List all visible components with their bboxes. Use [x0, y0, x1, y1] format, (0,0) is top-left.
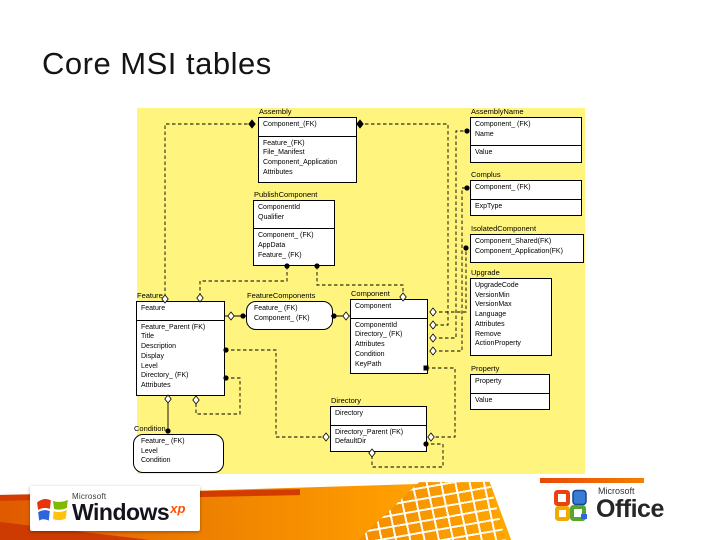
office-logo: Microsoft Office: [553, 487, 664, 522]
entity-field: ActionProperty: [475, 340, 521, 348]
entity-box: Component_Shared(FK) Component_Applicatio…: [470, 234, 584, 264]
entity-title: Upgrade: [471, 268, 500, 277]
windows-brand-text: Microsoft: [72, 492, 107, 501]
entity-box: Feature_ (FK) Component_ (FK): [246, 301, 333, 331]
entity-field: Directory_Parent (FK): [335, 428, 404, 436]
entity-title: Condition: [134, 424, 166, 433]
entity-field: Component_ (FK): [258, 232, 314, 240]
entity-field: AppData: [258, 242, 286, 250]
entity-field: Component_ (FK): [254, 314, 310, 322]
entity-field: Qualifier: [258, 213, 285, 221]
entity-field: File_Manifest: [263, 149, 305, 157]
entity-field: Feature_(FK): [263, 139, 305, 147]
entity-title: PublishComponent: [254, 190, 318, 199]
entity-field: Language: [475, 311, 507, 319]
entity-field: Feature_Parent (FK): [141, 323, 206, 331]
entity-field: Feature: [141, 305, 166, 312]
entity-field: Value: [475, 149, 493, 157]
windows-flag-icon: [37, 498, 68, 521]
entity-field: DefaultDir: [335, 438, 367, 446]
entity-title: Property: [471, 364, 500, 373]
office-brand-text: Microsoft: [598, 486, 635, 496]
entity-field: KeyPath: [355, 360, 382, 368]
entity-field: Feature_ (FK): [141, 438, 185, 445]
entity-field: UpgradeCode: [475, 282, 519, 289]
entity-field: Feature_ (FK): [258, 251, 302, 259]
entity-field: Component_Application(FK): [475, 247, 563, 255]
entity-title: IsolatedComponent: [471, 224, 537, 233]
entity-field: VersionMax: [475, 301, 512, 309]
entity-field: Directory_ (FK): [355, 331, 403, 339]
entity-field: Feature_ (FK): [254, 305, 298, 312]
entity-title: Directory: [331, 396, 362, 405]
entity-field: Component_Shared(FK): [475, 238, 552, 245]
entity-title: Complus: [471, 170, 501, 179]
entity-field: Condition: [141, 457, 171, 465]
entity-box: Component_ (FK) ExpType: [470, 180, 582, 217]
entity-title: Assembly: [259, 107, 292, 116]
entity-title: Feature: [137, 291, 163, 300]
slide-title: Core MSI tables: [42, 46, 272, 81]
entity-field: Component_Application: [263, 159, 338, 167]
entity-field: VersionMin: [475, 291, 510, 299]
footer-accent-strip: [540, 478, 644, 483]
entity-field: Directory_ (FK): [141, 372, 189, 380]
entity-field: Value: [475, 396, 493, 404]
entity-field: Component: [355, 303, 392, 310]
entity-field: Description: [141, 343, 177, 351]
entity-title: FeatureComponents: [247, 291, 316, 300]
entity-field: ComponentId: [258, 204, 301, 211]
entity-field: Display: [141, 352, 164, 360]
entity-field: Directory: [335, 410, 364, 417]
entity-field: Attributes: [263, 168, 293, 176]
entity-title: AssemblyName: [471, 107, 524, 116]
entity-field: Remove: [475, 330, 502, 338]
entity-field: Name: [475, 130, 494, 138]
entity-field: Component_(FK): [263, 121, 317, 128]
entity-title: Component: [351, 289, 390, 298]
entity-field: Component_ (FK): [475, 184, 531, 191]
entity-field: ExpType: [475, 202, 503, 210]
office-product-text: Office: [596, 495, 664, 523]
windows-xp-logo: Microsoft Windowsxp: [30, 486, 200, 531]
entity-field: Level: [141, 362, 158, 370]
windows-product-text: Windows: [72, 499, 170, 525]
entity-field: Level: [141, 447, 158, 455]
entity-field: ComponentId: [355, 321, 398, 329]
entity-field: Title: [141, 333, 154, 341]
entity-field: Attributes: [141, 381, 171, 389]
entity-field: Condition: [355, 350, 385, 358]
entity-field: Attributes: [475, 320, 505, 328]
office-icon: [554, 489, 587, 521]
entity-field: Property: [475, 378, 502, 385]
entity-field: Attributes: [355, 341, 385, 349]
entity-field: Component_ (FK): [475, 121, 531, 128]
windows-edition-text: xp: [170, 501, 186, 516]
